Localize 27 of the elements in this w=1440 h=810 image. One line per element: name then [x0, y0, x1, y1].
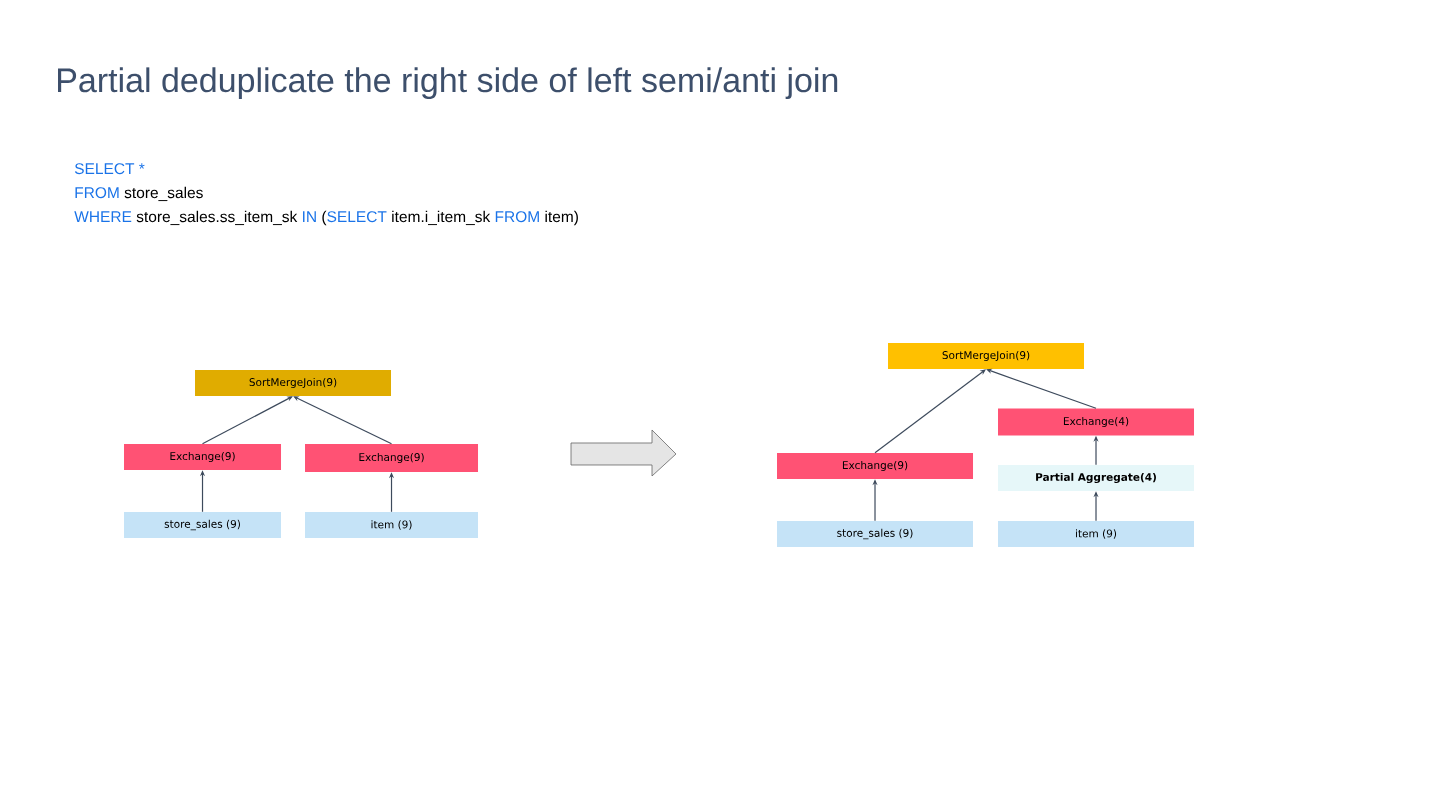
sql-text: store_sales	[124, 186, 203, 202]
table-box: store_sales (9)	[124, 512, 281, 538]
operator-box: Exchange(9)	[305, 444, 478, 472]
operator-box: Exchange(4)	[998, 408, 1194, 436]
arrow	[874, 369, 986, 454]
sql-keyword: FROM	[495, 211, 539, 223]
table-box: item (9)	[998, 521, 1194, 547]
operator-box: Exchange(9)	[124, 444, 281, 470]
sql-text: item)	[545, 210, 578, 226]
arrow	[293, 396, 393, 445]
sql-keyword: SELECT	[327, 211, 387, 223]
table-box: store_sales (9)	[777, 521, 973, 547]
sql-text: (	[322, 210, 327, 226]
sql-keyword: FROM	[75, 187, 119, 199]
operator-box: SortMergeJoin(9)	[888, 343, 1084, 369]
operator-box: Partial Aggregate(4)	[998, 465, 1194, 491]
sql-keyword: IN	[303, 211, 316, 222]
operator-box: Exchange(9)	[777, 453, 973, 479]
table-box: item (9)	[305, 512, 478, 538]
sql-keyword: WHERE	[74, 211, 132, 222]
arrow	[986, 368, 1097, 409]
slide-title: Partial deduplicate the right side of left semi/anti join	[58, 67, 838, 100]
sql-text: store_sales.ss_item_sk	[136, 210, 298, 226]
sql-text: item.i_item_sk	[392, 210, 491, 226]
arrow	[201, 396, 293, 445]
sql-keyword: SELECT *	[74, 163, 145, 175]
operator-box: SortMergeJoin(9)	[195, 370, 391, 396]
